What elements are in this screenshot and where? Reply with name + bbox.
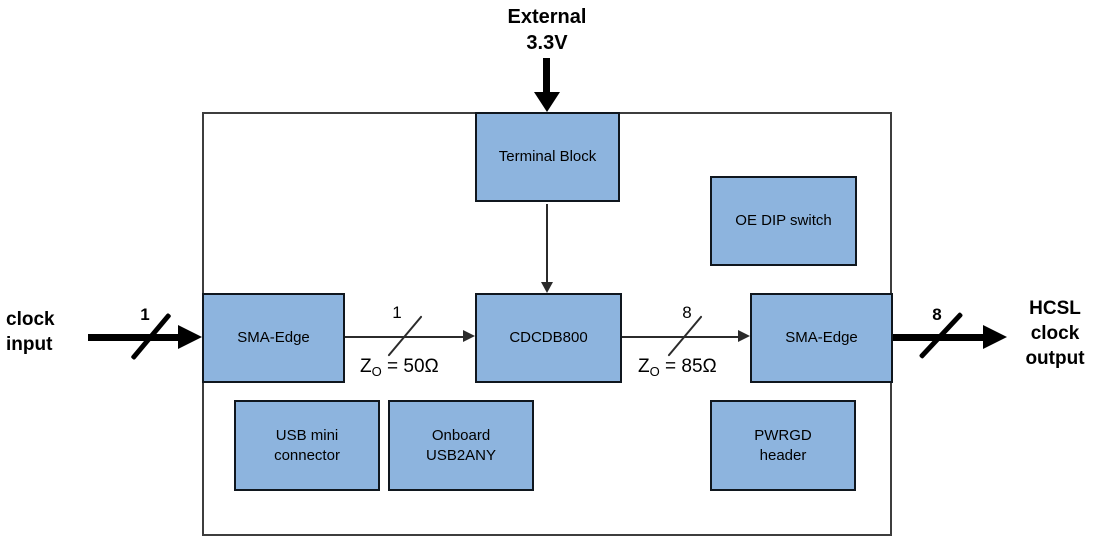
usb2any-line2: USB2ANY bbox=[425, 446, 497, 464]
external-supply-label: External 3.3V bbox=[477, 4, 617, 56]
pwrgd-line1: PWRGD bbox=[754, 426, 812, 444]
clock-input-line1: clock bbox=[6, 309, 55, 330]
cdcdb800-block: CDCDB800 bbox=[475, 293, 622, 383]
impedance-out-value: = 85Ω bbox=[659, 356, 717, 377]
hcsl-output-line3: output bbox=[1025, 348, 1085, 369]
onboard-usb2any-block: Onboard USB2ANY bbox=[388, 400, 534, 491]
pwrgd-header-block: PWRGD header bbox=[710, 400, 856, 491]
sma-edge-input-label: SMA-Edge bbox=[237, 329, 310, 346]
output-arrow-head bbox=[983, 325, 1007, 349]
sma-edge-output-label: SMA-Edge bbox=[785, 329, 858, 346]
output-impedance-label: ZO = 85Ω bbox=[638, 356, 717, 379]
usb-mini-line1: USB mini bbox=[275, 426, 339, 444]
external-supply-line1: External bbox=[507, 6, 587, 28]
input-bus-width: 1 bbox=[140, 305, 150, 324]
external-supply-line2: 3.3V bbox=[526, 32, 568, 54]
input-arrow-head bbox=[178, 325, 202, 349]
usb-mini-line2: connector bbox=[274, 446, 340, 464]
hcsl-output-label: HCSL clock output bbox=[1012, 296, 1098, 371]
sma-to-chip-arrow-head bbox=[463, 330, 475, 342]
input-arrow-shaft bbox=[88, 334, 180, 341]
output-bus-width: 8 bbox=[932, 305, 942, 324]
impedance-in-value: = 50Ω bbox=[381, 356, 439, 377]
clock-input-line2: input bbox=[6, 334, 53, 355]
pwrgd-line2: header bbox=[759, 446, 807, 464]
chip-to-sma-line bbox=[622, 336, 740, 338]
sma-edge-output-block: SMA-Edge bbox=[750, 293, 893, 383]
usb2any-line1: Onboard bbox=[431, 426, 491, 444]
oe-dip-switch-label: OE DIP switch bbox=[735, 212, 832, 229]
impedance-in-sub: O bbox=[371, 364, 382, 379]
terminal-to-chip-line bbox=[546, 204, 548, 283]
impedance-out-sub: O bbox=[649, 364, 660, 379]
chip-to-sma-bus-width: 8 bbox=[682, 303, 692, 322]
input-impedance-label: ZO = 50Ω bbox=[360, 356, 439, 379]
chip-to-sma-arrow-head bbox=[738, 330, 750, 342]
impedance-in-z: Z bbox=[360, 356, 372, 377]
supply-arrow-shaft bbox=[543, 58, 550, 94]
supply-arrow-head bbox=[534, 92, 560, 112]
clock-input-label: clock input bbox=[6, 307, 55, 357]
usb-mini-connector-block: USB mini connector bbox=[234, 400, 380, 491]
terminal-to-chip-arrow-head bbox=[541, 282, 553, 293]
terminal-block: Terminal Block bbox=[475, 112, 620, 202]
hcsl-output-line2: clock bbox=[1030, 323, 1080, 344]
sma-to-chip-bus-width: 1 bbox=[392, 303, 402, 322]
hcsl-output-line1: HCSL bbox=[1029, 298, 1081, 319]
impedance-out-z: Z bbox=[638, 356, 650, 377]
terminal-block-label: Terminal Block bbox=[498, 148, 597, 165]
cdcdb800-label: CDCDB800 bbox=[509, 329, 588, 346]
sma-edge-input-block: SMA-Edge bbox=[202, 293, 345, 383]
oe-dip-switch-block: OE DIP switch bbox=[710, 176, 857, 266]
